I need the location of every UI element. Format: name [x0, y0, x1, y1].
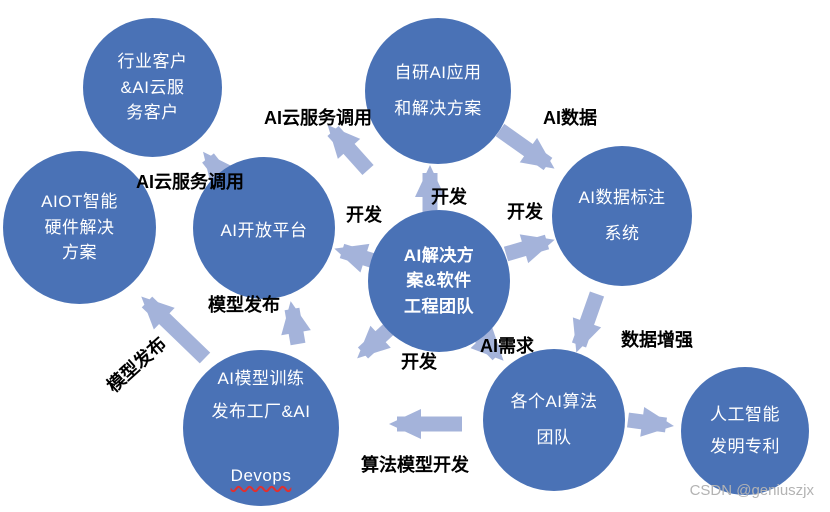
edge-label-data-augment: 数据增强 — [621, 330, 693, 350]
edge-label-dev-bottom: 开发 — [401, 352, 437, 372]
node-aiot-solutions-label: AIOT智能 硬件解决 方案 — [41, 192, 118, 263]
arrow-dev-right — [503, 234, 555, 264]
node-self-ai-apps-label: 自研AI应用 和解决方案 — [394, 63, 482, 118]
edge-label-ai-data: AI数据 — [543, 108, 597, 128]
node-algorithm-teams: 各个AI算法 团队 — [483, 349, 625, 491]
node-algorithm-teams-label: 各个AI算法 团队 — [510, 392, 598, 447]
edge-label-ai-demand: AI需求 — [480, 336, 534, 356]
edge-label-algo-model-dev: 算法模型开发 — [361, 455, 469, 475]
node-patents-label: 人工智能 发明专利 — [710, 404, 780, 456]
arrow-dev-bottom — [357, 322, 396, 359]
node-model-factory: AI模型训练 发布工厂&AI Devops — [183, 350, 339, 506]
node-industry-customers-label: 行业客户 &AI云服 务客户 — [117, 52, 188, 123]
arrow-to-patents — [627, 406, 674, 437]
edge-label-dev-left: 开发 — [346, 205, 382, 225]
arrow-data-augment — [571, 291, 605, 353]
node-self-ai-apps: 自研AI应用 和解决方案 — [365, 18, 511, 164]
node-model-factory-label-main: AI模型训练 发布工厂&AI — [211, 369, 311, 421]
arrow-model-release-diagonal — [141, 296, 211, 364]
edge-label-cloud-call-top: AI云服务调用 — [264, 108, 372, 128]
node-model-factory-label: AI模型训练 发布工厂&AI Devops — [212, 331, 311, 512]
edge-label-dev-right: 开发 — [507, 202, 543, 222]
node-model-factory-label-devops: Devops — [230, 466, 292, 486]
node-patents: 人工智能 发明专利 — [681, 367, 809, 495]
edge-label-cloud-call-left: AI云服务调用 — [136, 172, 244, 192]
node-core-team-label: AI解决方 案&软件 工程团队 — [403, 245, 475, 316]
arrow-model-release-vertical — [281, 301, 311, 346]
watermark: CSDN @geniuszjx — [689, 482, 814, 499]
node-core-team: AI解决方 案&软件 工程团队 — [368, 210, 510, 352]
node-data-annotation: AI数据标注 系统 — [552, 146, 692, 286]
edge-label-model-release-vertical: 模型发布 — [208, 295, 280, 315]
arrow-ai-data — [495, 123, 555, 171]
node-data-annotation-label: AI数据标注 系统 — [578, 188, 666, 243]
arrow-dev-left — [334, 243, 377, 273]
arrow-cloud-call-top — [327, 125, 374, 176]
node-open-platform-label: AI开放平台 — [220, 220, 308, 240]
node-aiot-solutions: AIOT智能 硬件解决 方案 — [3, 151, 156, 304]
edge-label-dev-top: 开发 — [431, 187, 467, 207]
node-industry-customers: 行业客户 &AI云服 务客户 — [83, 18, 222, 157]
